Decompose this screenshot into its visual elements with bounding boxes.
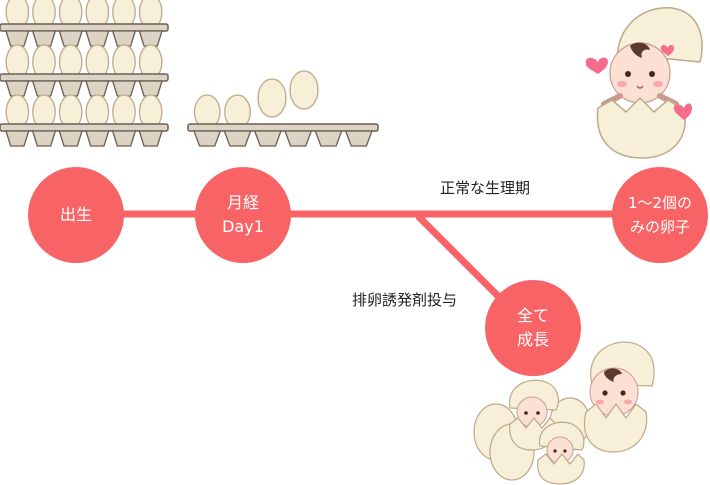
- tray-cup: [5, 130, 30, 147]
- tray-cup: [138, 80, 163, 97]
- node-ovulation-line2: みの卵子: [629, 218, 690, 236]
- node-menarche: 月経 Day1: [195, 167, 291, 263]
- node-menarche-line1: 月経: [226, 193, 259, 212]
- floating-egg: [289, 70, 319, 110]
- tray-cup: [253, 130, 282, 147]
- tray-cup: [31, 130, 57, 147]
- node-all-grow-line1: 全て: [516, 306, 549, 325]
- tray-rim: [187, 123, 379, 132]
- tray-cup: [85, 130, 110, 147]
- tray-cup: [111, 80, 137, 97]
- egg-tray-partial-icon: [187, 70, 379, 147]
- tray-cup: [344, 130, 373, 147]
- tray-cup: [31, 80, 57, 97]
- tray-cup: [58, 30, 83, 47]
- tray-cup: [223, 130, 252, 147]
- tray-rim: [0, 73, 169, 82]
- tray-cup: [85, 30, 110, 47]
- node-birth: 出生: [28, 167, 124, 263]
- egg-trays-full-icon: [0, 0, 169, 147]
- node-menarche-line2: Day1: [222, 217, 264, 236]
- tray-cup: [111, 130, 137, 147]
- node-all-grow: 全て 成長: [485, 280, 581, 376]
- node-birth-label: 出生: [59, 205, 92, 224]
- tray-cup: [138, 30, 163, 47]
- tray-cup: [284, 130, 313, 147]
- label-normal-cycle: 正常な生理期: [440, 179, 531, 197]
- tray-cup: [314, 130, 343, 147]
- tray-cup: [31, 30, 57, 47]
- node-ovulation-line1: 1～2個の: [627, 194, 693, 212]
- floating-egg: [257, 78, 287, 118]
- label-ovulation-induction: 排卵誘発剤投与: [352, 291, 458, 309]
- tray-cup: [5, 80, 30, 97]
- tray-cup: [138, 130, 163, 147]
- tray-cup: [58, 80, 83, 97]
- tray-rim: [0, 123, 169, 132]
- tray-cup: [85, 80, 110, 97]
- node-all-grow-line2: 成長: [516, 330, 549, 349]
- babies-in-eggshells-icon: [473, 341, 655, 485]
- tray-cup: [5, 30, 30, 47]
- tray-cup: [58, 130, 83, 147]
- tray-cup: [111, 30, 137, 47]
- node-ovulation-normal: 1～2個の みの卵子: [612, 167, 708, 263]
- baby-in-eggshell-icon: [585, 7, 703, 159]
- tray-cup: [193, 130, 222, 147]
- tray-rim: [0, 23, 169, 32]
